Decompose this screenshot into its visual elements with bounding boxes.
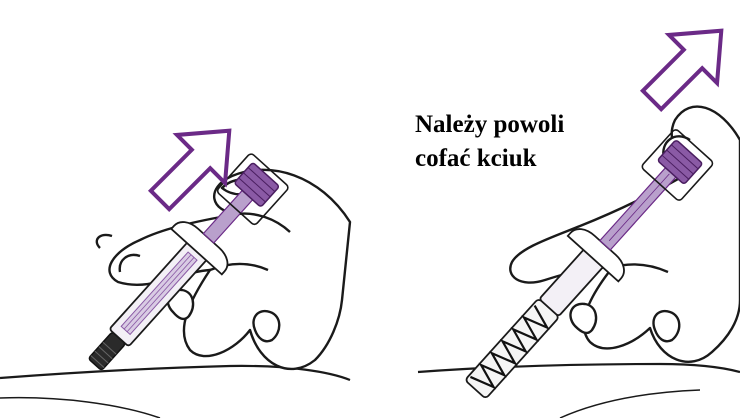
caption-line-1: Należy powoli (415, 108, 645, 142)
right-panel (418, 7, 740, 418)
skin-surface (418, 364, 740, 372)
caption-line-2: cofać kciuk (415, 142, 645, 176)
direction-arrow-icon (628, 7, 740, 124)
instruction-caption: Należy powoli cofać kciuk (415, 108, 645, 176)
left-panel (0, 107, 350, 418)
